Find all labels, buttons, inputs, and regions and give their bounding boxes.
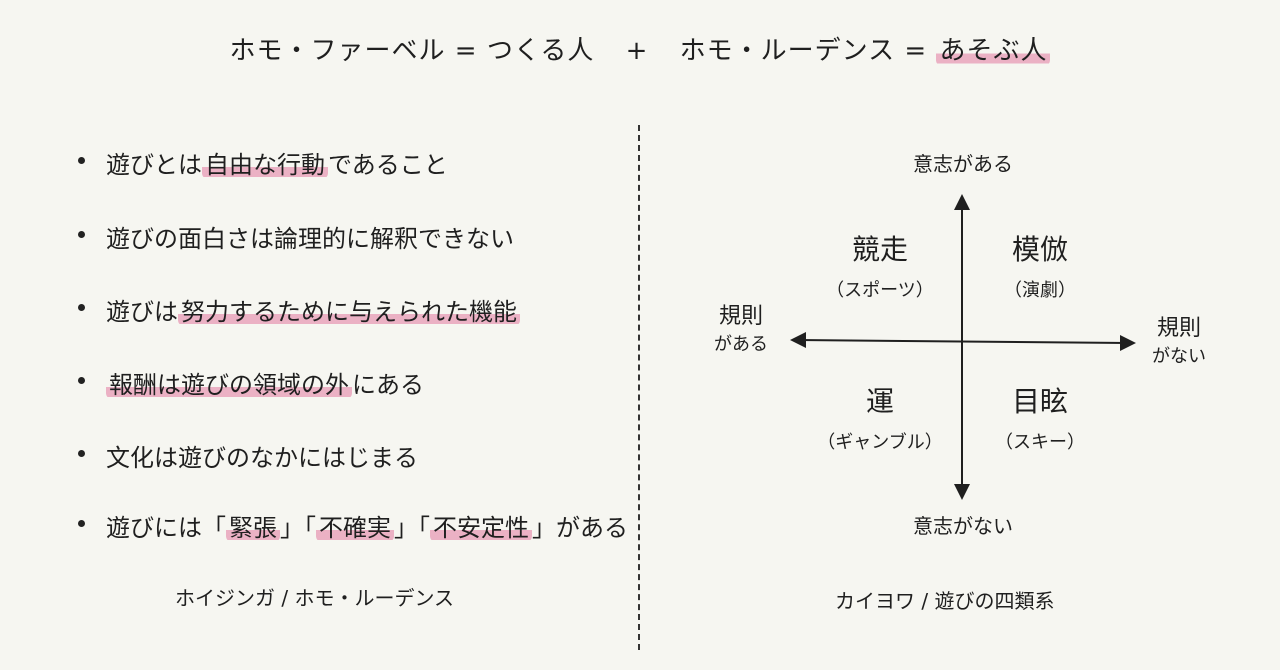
dashed-divider (638, 125, 640, 650)
homo-faber-meaning: つくる人 (486, 36, 595, 66)
axis-label-right: 規則 がない (1144, 310, 1214, 368)
bullet-text: であること (328, 151, 448, 179)
bracket-mid: 」「 (394, 514, 430, 542)
caillois-quadrant-diagram: 意志がある 意志がない 規則 がある 規則 がない 競走 （スポーツ） 模倣 （… (700, 140, 1260, 560)
quadrant-bottom-left: 運 （ギャンブル） (810, 380, 950, 454)
quadrant-title: 競走 (851, 233, 908, 266)
bullet-text: 遊びは (106, 298, 178, 326)
arrow-left-icon (790, 332, 806, 348)
bullet-highlight: 努力するために与えられた機能 (178, 298, 520, 326)
homo-ludens-term: ホモ・ルーデンス (679, 36, 896, 66)
quadrant-top-right: 模倣 （演劇） (980, 228, 1100, 302)
bullet-dot-icon (78, 377, 85, 384)
arrow-down-icon (954, 484, 970, 500)
homo-ludens-meaning: あそぶ人 (936, 36, 1051, 66)
bullet-dot-icon (78, 231, 85, 238)
list-item: 遊びの面白さは論理的に解釈できない (78, 219, 514, 254)
bullet-dot-icon (78, 520, 85, 527)
homo-faber-term: ホモ・ファーベル (229, 36, 446, 66)
bullet-highlight: 報酬は遊びの領域の外 (106, 371, 352, 399)
caption-huizinga: ホイジンガ / ホモ・ルーデンス (175, 586, 455, 610)
axes-svg (790, 194, 1136, 500)
quadrant-title: 模倣 (1011, 233, 1068, 266)
bullet-highlight: 自由な行動 (202, 151, 328, 179)
quadrant-subtitle: （スポーツ） (826, 280, 934, 301)
header-title: ホモ・ファーベル = つくる人 + ホモ・ルーデンス = あそぶ人 (0, 30, 1280, 67)
caption-caillois: カイヨワ / 遊びの四類系 (835, 589, 1055, 613)
bullet-dot-icon (78, 157, 85, 164)
axis-label-left: 規則 がある (706, 298, 776, 356)
bullet-text: 遊びの面白さは論理的に解釈できない (106, 225, 514, 253)
axis-label-left-line2: がある (714, 334, 768, 355)
arrow-right-icon (1120, 335, 1136, 351)
list-item: 文化は遊びのなかにはじまる (78, 438, 418, 473)
bracket-open: 「 (202, 514, 226, 542)
quadrant-subtitle: （演劇） (1004, 280, 1076, 301)
quadrant-subtitle: （ギャンブル） (817, 432, 943, 453)
bullet-dot-icon (78, 450, 85, 457)
quadrant-bottom-right: 目眩 （スキー） (980, 380, 1100, 454)
bullet-text: がある (556, 514, 628, 542)
list-item: 遊びとは自由な行動であること (78, 145, 448, 180)
bullet-highlight: 不確実 (316, 514, 394, 542)
plus-sign: + (625, 36, 649, 66)
equals-sign: = (454, 36, 478, 66)
axis-label-left-line1: 規則 (718, 304, 763, 329)
bullet-dot-icon (78, 304, 85, 311)
axis-label-top: 意志がある (913, 152, 1013, 176)
list-item: 遊びは努力するために与えられた機能 (78, 292, 520, 327)
horizontal-axis (797, 339, 1129, 344)
quadrant-top-left: 競走 （スポーツ） (820, 228, 940, 302)
bullet-text: 文化は遊びのなかにはじまる (106, 444, 418, 472)
quadrant-subtitle: （スキー） (995, 432, 1085, 453)
bracket-close: 」 (532, 514, 556, 542)
quadrant-title: 運 (865, 385, 894, 418)
bullet-highlight: 不安定性 (430, 514, 532, 542)
bracket-mid: 」「 (280, 514, 316, 542)
bullet-text: にある (352, 371, 424, 399)
axis-label-right-line1: 規則 (1156, 316, 1201, 341)
arrow-up-icon (954, 194, 970, 210)
list-item: 報酬は遊びの領域の外にある (78, 365, 424, 400)
quadrant-title: 目眩 (1011, 385, 1068, 418)
bullet-text: 遊びとは (106, 151, 202, 179)
bullet-highlight: 緊張 (226, 514, 280, 542)
axis-label-bottom: 意志がない (913, 514, 1013, 538)
axis-label-right-line2: がない (1152, 346, 1206, 367)
equals-sign: = (904, 36, 928, 66)
list-item: 遊びには「緊張」「不確実」「不安定性」がある (78, 508, 628, 543)
bullet-text: 遊びには (106, 514, 202, 542)
